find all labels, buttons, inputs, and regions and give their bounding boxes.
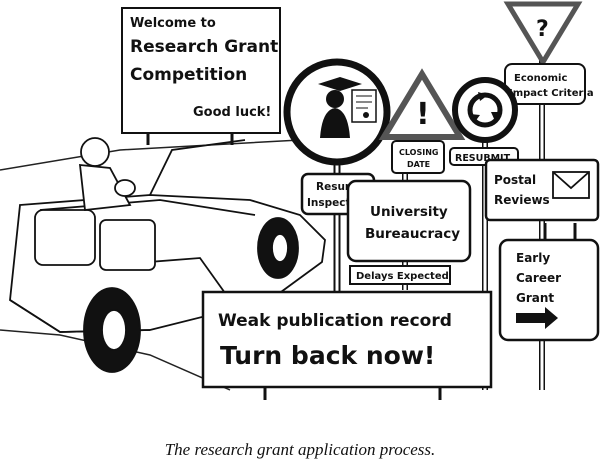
welcome-line4: Good luck! (193, 105, 271, 120)
bureaucracy-sign: University Bureaucracy (346, 179, 472, 263)
early-line3: Grant (516, 291, 554, 305)
welcome-line1: Welcome to (130, 16, 216, 31)
closing-line2: DATE (407, 160, 430, 169)
graduate-diploma-icon (318, 77, 377, 138)
turn-back-line2: Turn back now! (220, 341, 435, 370)
delays-expected-sign: Delays Expected (349, 265, 451, 285)
resubmit-label: RESUBMIT (455, 153, 511, 164)
postal-reviews-sign: Postal Reviews (484, 158, 600, 240)
economic-line2: Impact Criteria (509, 88, 594, 99)
closing-line1: CLOSING (399, 148, 438, 157)
warning-icon: ! (416, 97, 430, 132)
welcome-billboard: Welcome to Research Grant Competition Go… (121, 7, 281, 145)
economic-impact-sign: Economic Impact Criteria (504, 63, 594, 105)
turn-back-sign: Weak publication record Turn back now! (201, 290, 493, 400)
envelope-icon (552, 171, 590, 199)
delays-label: Delays Expected (356, 271, 449, 282)
welcome-line3: Competition (130, 65, 247, 85)
postal-line2: Reviews (494, 193, 550, 207)
closing-date-sign: CLOSING DATE (391, 140, 445, 174)
roundabout-icon (467, 92, 503, 128)
postal-line1: Postal (494, 173, 536, 187)
bureaucracy-line2: Bureaucracy (365, 226, 460, 242)
early-line2: Career (516, 271, 561, 285)
turn-back-line1: Weak publication record (218, 311, 452, 331)
early-career-sign: Early Career Grant (498, 238, 600, 342)
welcome-line2: Research Grant (130, 37, 278, 57)
arrow-right-icon (516, 307, 558, 329)
caption: The research grant application process. (164, 440, 436, 459)
question-icon: ? (536, 17, 549, 42)
economic-line1: Economic (514, 73, 567, 84)
bureaucracy-line1: University (370, 204, 448, 220)
early-line1: Early (516, 251, 550, 265)
